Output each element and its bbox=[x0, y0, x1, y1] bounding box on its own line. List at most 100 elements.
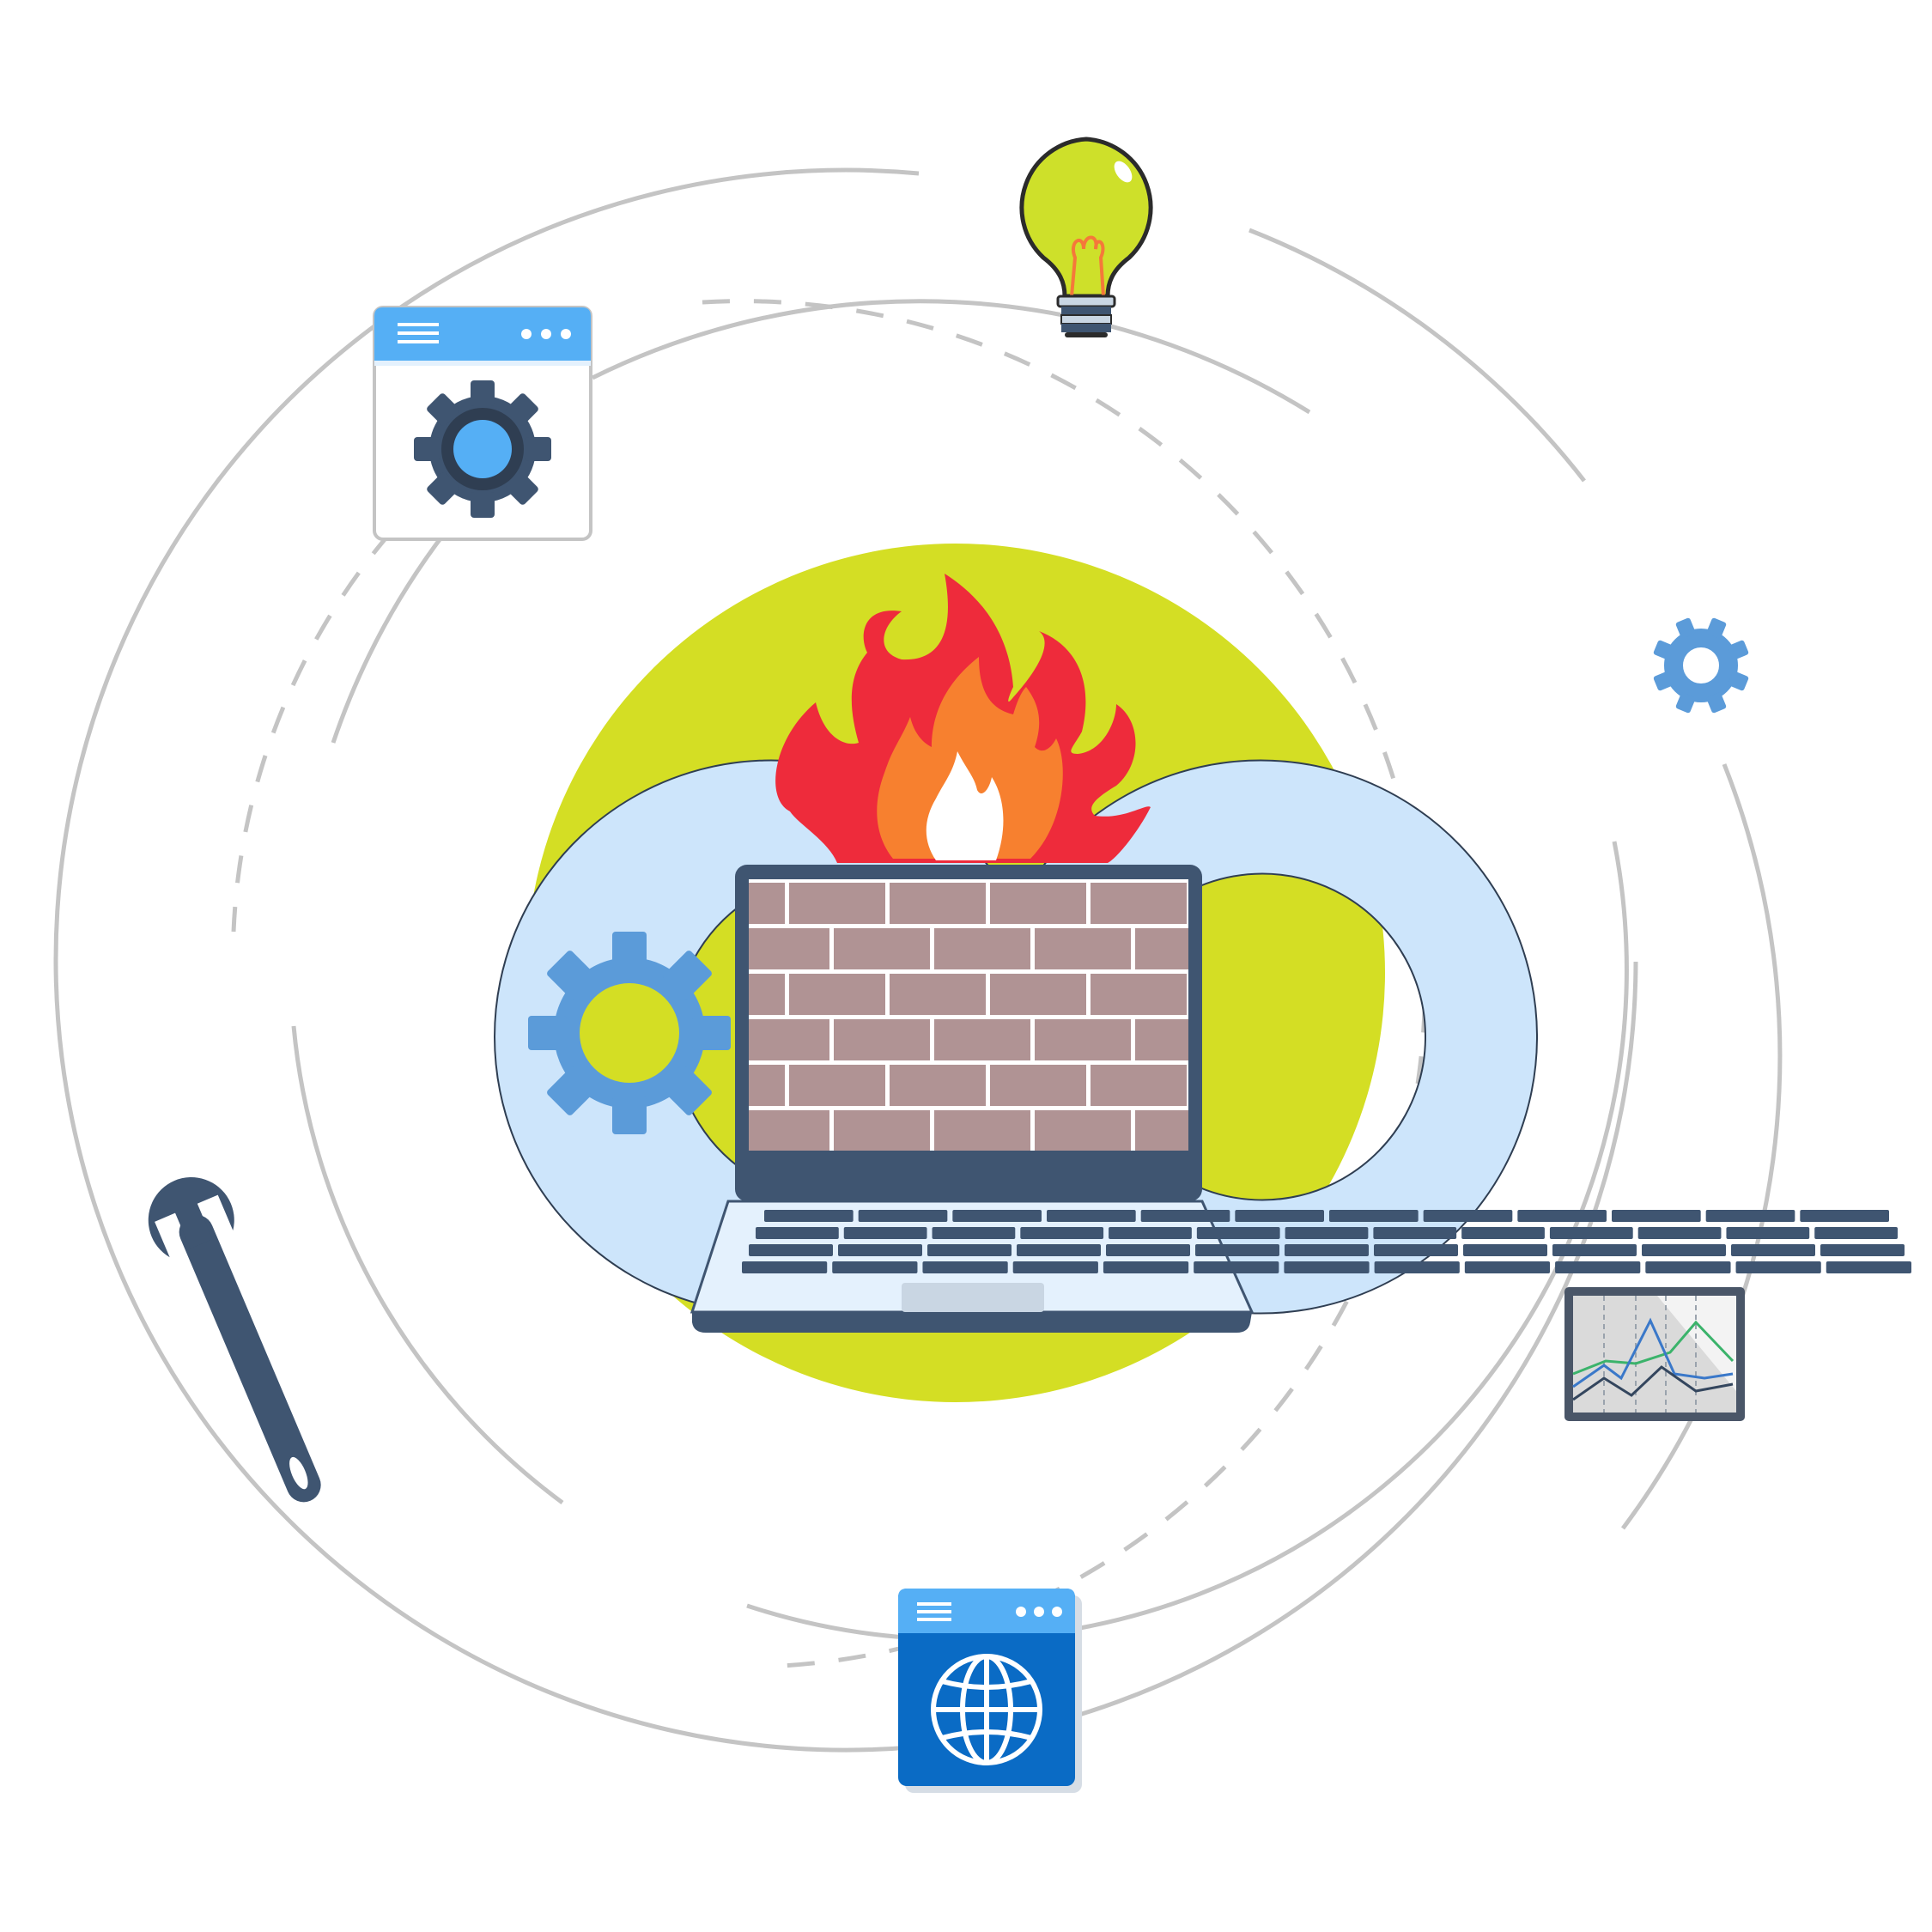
keyboard-key bbox=[1726, 1227, 1810, 1239]
keyboard-key bbox=[1555, 1261, 1641, 1273]
keyboard-key bbox=[1106, 1244, 1190, 1256]
globe-window-titlebar bbox=[898, 1589, 1075, 1633]
brick bbox=[934, 1019, 1030, 1060]
brick bbox=[1135, 928, 1188, 969]
wrench-hole bbox=[289, 1456, 308, 1490]
keyboard-key bbox=[1196, 1227, 1280, 1239]
keyboard-key bbox=[1637, 1227, 1722, 1239]
settings-window-titlebar bbox=[374, 307, 591, 361]
brick bbox=[1035, 928, 1131, 969]
keyboard-key bbox=[1820, 1244, 1905, 1256]
brick bbox=[834, 1019, 930, 1060]
keyboard-key bbox=[1373, 1227, 1457, 1239]
keyboard-key bbox=[1284, 1261, 1370, 1273]
outer-orbit-ring bbox=[53, 167, 1638, 1753]
keyboard-key bbox=[1374, 1244, 1458, 1256]
keyboard-key bbox=[749, 1244, 833, 1256]
brick bbox=[789, 883, 885, 924]
keyboard-key bbox=[1814, 1227, 1898, 1239]
keyboard-key bbox=[1612, 1210, 1701, 1222]
keyboard-key bbox=[1423, 1210, 1513, 1222]
keyboard-key bbox=[1194, 1261, 1279, 1273]
keyboard-key bbox=[1195, 1244, 1279, 1256]
brick bbox=[1035, 1019, 1131, 1060]
wrench-handle bbox=[179, 1214, 321, 1503]
keyboard-key bbox=[1012, 1261, 1098, 1273]
keyboard-key bbox=[1329, 1210, 1419, 1222]
keyboard-key bbox=[1463, 1244, 1547, 1256]
keyboard-key bbox=[1285, 1244, 1369, 1256]
brick bbox=[749, 1110, 829, 1151]
keyboard-key bbox=[1800, 1210, 1889, 1222]
brick bbox=[749, 974, 785, 1015]
flame-middle bbox=[877, 657, 1063, 859]
menu-lines-icon bbox=[398, 323, 439, 343]
globe-window-icon bbox=[898, 1589, 1082, 1793]
menu-lines-icon bbox=[917, 1602, 951, 1621]
keyboard-key bbox=[1047, 1210, 1136, 1222]
settings-window-icon bbox=[373, 306, 592, 541]
keyboard-key bbox=[1705, 1210, 1795, 1222]
keyboard-key bbox=[1103, 1261, 1189, 1273]
brick bbox=[1035, 1110, 1131, 1151]
brick bbox=[749, 883, 785, 924]
brick bbox=[789, 1065, 885, 1106]
bulb-filament bbox=[1070, 235, 1105, 297]
brick bbox=[990, 883, 1086, 924]
keyboard-key bbox=[1461, 1227, 1545, 1239]
brick bbox=[1091, 1065, 1187, 1106]
flame-inner bbox=[926, 751, 1004, 860]
keyboard-key bbox=[1645, 1261, 1731, 1273]
brick bbox=[990, 974, 1086, 1015]
bulb-base bbox=[1056, 295, 1116, 337]
outer-orbit-ring-far-right bbox=[1620, 763, 1783, 1530]
inner-orbit-ring bbox=[591, 299, 1311, 415]
bulb-highlight bbox=[1114, 161, 1133, 183]
settings-gear-icon bbox=[414, 380, 551, 518]
chart-line-navy bbox=[1572, 1365, 1734, 1401]
laptop-base-shadow bbox=[692, 1312, 1252, 1333]
firewall-laptop-icon bbox=[690, 865, 1911, 1333]
laptop-keyboard bbox=[742, 1210, 1911, 1273]
brick bbox=[789, 974, 885, 1015]
wrench-head bbox=[148, 1177, 234, 1258]
window-dots-icon bbox=[1016, 1607, 1062, 1617]
keyboard-key bbox=[1552, 1244, 1637, 1256]
keyboard-key bbox=[1140, 1210, 1230, 1222]
keyboard-key bbox=[922, 1261, 1008, 1273]
chart-line-blue bbox=[1572, 1317, 1734, 1388]
laptop-trackpad bbox=[902, 1283, 1044, 1312]
gear-icon bbox=[1653, 617, 1749, 714]
brick-wall bbox=[749, 879, 1188, 1151]
keyboard-key bbox=[1374, 1261, 1460, 1273]
chain-gear-icon bbox=[528, 932, 731, 1134]
keyboard-key bbox=[1642, 1244, 1726, 1256]
keyboard-key bbox=[843, 1227, 927, 1239]
keyboard-key bbox=[1285, 1227, 1369, 1239]
brick bbox=[1091, 883, 1187, 924]
brick bbox=[890, 974, 986, 1015]
brick bbox=[890, 883, 986, 924]
light-bulb-icon bbox=[1019, 137, 1153, 337]
inner-orbit-ring-left bbox=[331, 518, 457, 744]
keyboard-key bbox=[1517, 1210, 1607, 1222]
brick bbox=[749, 1065, 785, 1106]
keyboard-key bbox=[832, 1261, 918, 1273]
brick bbox=[1135, 1110, 1188, 1151]
keyboard-key bbox=[1549, 1227, 1633, 1239]
keyboard-key bbox=[932, 1227, 1016, 1239]
brick bbox=[834, 928, 930, 969]
keyboard-key bbox=[858, 1210, 948, 1222]
keyboard-key bbox=[1464, 1261, 1551, 1273]
brick bbox=[990, 1065, 1086, 1106]
brick bbox=[934, 1110, 1030, 1151]
keyboard-key bbox=[1731, 1244, 1815, 1256]
globe-icon bbox=[931, 1654, 1042, 1765]
keyboard-key bbox=[742, 1261, 828, 1273]
keyboard-key bbox=[1109, 1227, 1192, 1239]
brick bbox=[1091, 974, 1187, 1015]
bulb-glass bbox=[1019, 137, 1153, 299]
chart-line-green bbox=[1572, 1320, 1735, 1376]
brick bbox=[934, 928, 1030, 969]
